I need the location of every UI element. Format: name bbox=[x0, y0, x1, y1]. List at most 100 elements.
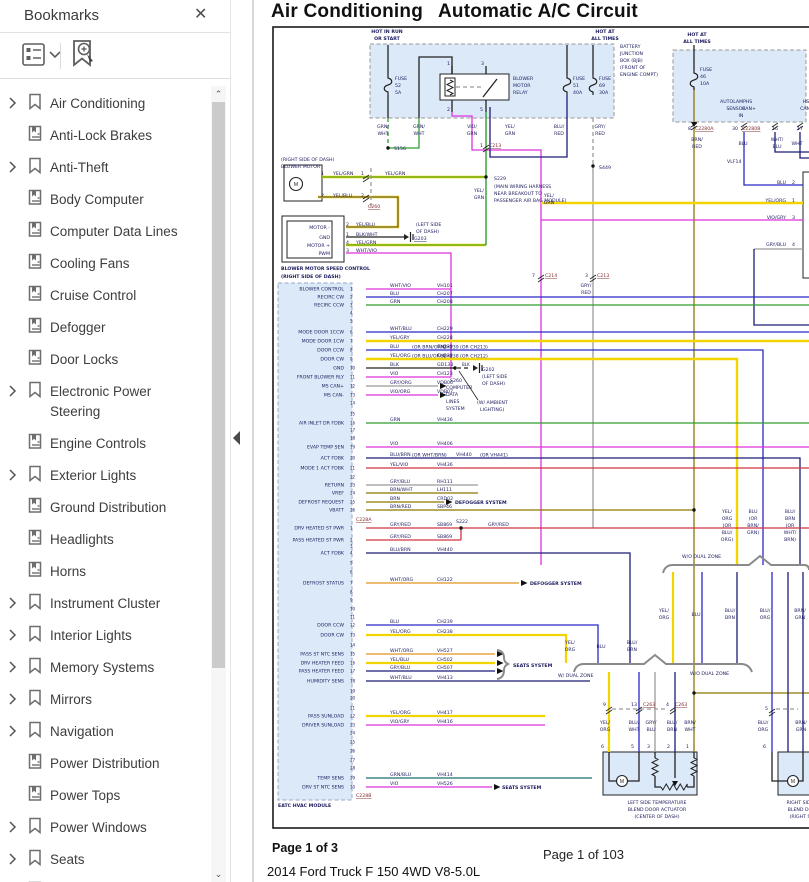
diagram-text: 15 bbox=[350, 412, 356, 417]
bookmark-item[interactable]: Power Tops bbox=[0, 780, 208, 812]
wire bbox=[346, 252, 452, 377]
diagram-text: RED bbox=[581, 290, 591, 296]
bookmark-item[interactable]: Power Windows bbox=[0, 812, 208, 844]
bookmark-item[interactable]: Ground Distribution bbox=[0, 492, 208, 524]
junction-dot bbox=[591, 164, 595, 168]
diagram-text: GRN bbox=[796, 727, 807, 733]
chevron-expand-icon[interactable] bbox=[0, 460, 28, 486]
scroll-down-icon[interactable]: ⌄ bbox=[214, 869, 223, 879]
scrollbar[interactable]: ⌃ ⌄ bbox=[211, 86, 226, 882]
bookmark-item[interactable]: Shift Interlock bbox=[0, 876, 208, 882]
diagram-text: S222 bbox=[456, 519, 468, 525]
panel-splitter[interactable] bbox=[230, 0, 231, 882]
diagram-text: CAN- bbox=[800, 106, 809, 112]
bookmark-item[interactable]: Instrument Cluster bbox=[0, 588, 208, 620]
bookmark-item[interactable]: Navigation bbox=[0, 716, 208, 748]
bookmark-item[interactable]: Seats bbox=[0, 844, 208, 876]
diagram-text: 6 bbox=[763, 744, 766, 750]
expand-current-bookmark-button[interactable] bbox=[68, 35, 102, 75]
bookmark-item[interactable]: Cruise Control bbox=[0, 280, 208, 312]
diagram-text: 14 bbox=[350, 643, 356, 648]
diagram-text: 21 bbox=[350, 466, 356, 471]
diagram-text: 9 bbox=[350, 598, 353, 603]
diagram-text: BRN/RED bbox=[390, 504, 412, 510]
bookmark-item[interactable]: Interior Lights bbox=[0, 620, 208, 652]
diagram-text: VH440 bbox=[437, 547, 453, 553]
wire bbox=[654, 776, 661, 788]
bookmark-item[interactable]: Computer Data Lines bbox=[0, 216, 208, 248]
chevron-expand-icon[interactable] bbox=[0, 652, 28, 678]
chevron-expand-icon[interactable] bbox=[0, 844, 28, 870]
bookmark-item[interactable]: Horns bbox=[0, 556, 208, 588]
arrow-icon bbox=[497, 660, 504, 666]
diagram-text: BLU/BRN bbox=[390, 452, 411, 458]
diagram-text: BRN/ bbox=[747, 523, 759, 529]
diagram-text: PASS ST NTC SENS bbox=[300, 652, 344, 658]
chevron-expand-icon[interactable] bbox=[0, 620, 28, 646]
scrollbar-thumb[interactable] bbox=[212, 102, 225, 668]
bookmark-flag-icon bbox=[73, 40, 91, 67]
bookmark-item[interactable]: Air Conditioning bbox=[0, 88, 208, 120]
diagram-text: GRN bbox=[467, 131, 478, 137]
connector-break bbox=[482, 147, 490, 153]
diagram-text: (RIGHT S bbox=[790, 814, 809, 820]
bookmark-options-button[interactable] bbox=[22, 37, 80, 77]
chevron-expand-icon[interactable] bbox=[0, 716, 28, 742]
chevron-expand-icon[interactable] bbox=[0, 376, 28, 402]
diagram-text: 1 bbox=[686, 744, 689, 750]
bookmark-item[interactable]: Memory Systems bbox=[0, 652, 208, 684]
chevron-expand-icon[interactable] bbox=[0, 152, 28, 178]
bookmark-item[interactable]: Body Computer bbox=[0, 184, 208, 216]
diagram-text: HS bbox=[803, 99, 809, 105]
wire bbox=[771, 752, 787, 782]
diagram-text: DEFROST STATUS bbox=[303, 581, 344, 587]
diagram-text: BLU bbox=[777, 180, 787, 186]
bookmark-item[interactable]: Mirrors bbox=[0, 684, 208, 716]
diagram-text: COMPUTER bbox=[446, 385, 473, 391]
bookmark-item-label: Interior Lights bbox=[50, 628, 132, 643]
diagram-text: BLU bbox=[691, 612, 701, 618]
close-icon[interactable]: ✕ bbox=[194, 6, 208, 23]
junction-dot bbox=[484, 175, 488, 179]
collapse-panel-icon[interactable] bbox=[233, 431, 240, 445]
bookmark-item[interactable]: Defogger bbox=[0, 312, 208, 344]
chevron-expand-icon bbox=[0, 780, 28, 788]
bookmark-item[interactable]: Anti-Lock Brakes bbox=[0, 120, 208, 152]
wire bbox=[389, 118, 420, 149]
scroll-up-icon[interactable]: ⌃ bbox=[214, 89, 223, 99]
diagram-text: 29 bbox=[350, 776, 356, 781]
bookmark-item-label: Electronic Power Steering bbox=[50, 384, 152, 419]
bookmark-page-icon bbox=[28, 492, 50, 519]
bookmark-item[interactable]: Anti-Theft bbox=[0, 152, 208, 184]
diagram-text: 11 bbox=[350, 615, 356, 620]
diagram-text: SEATS SYSTEM bbox=[502, 785, 542, 791]
bookmark-item[interactable]: Power Distribution bbox=[0, 748, 208, 780]
chevron-expand-icon[interactable] bbox=[0, 588, 28, 614]
bookmark-item[interactable]: Exterior Lights bbox=[0, 460, 208, 492]
diagram-text: WHT bbox=[377, 131, 388, 137]
bookmark-item[interactable]: Cooling Fans bbox=[0, 248, 208, 280]
wire bbox=[318, 196, 399, 228]
chevron-expand-icon[interactable] bbox=[0, 684, 28, 710]
arrow-icon bbox=[691, 122, 697, 127]
diagram-text: 27 bbox=[350, 758, 356, 763]
chevron-expand-icon[interactable] bbox=[0, 812, 28, 838]
bookmark-item[interactable]: Engine Controls bbox=[0, 428, 208, 460]
diagram-text: LH111 bbox=[437, 487, 452, 493]
diagram-text: BLU/ bbox=[554, 124, 565, 130]
diagram-text: BLU/ bbox=[725, 608, 736, 614]
diagram-text: FUSE bbox=[573, 76, 585, 82]
diagram-text: BLU/ bbox=[758, 720, 769, 726]
bookmark-item[interactable]: Door Locks bbox=[0, 344, 208, 376]
wire bbox=[753, 249, 809, 326]
diagram-text: 51 bbox=[573, 83, 579, 89]
chevron-expand-icon[interactable] bbox=[0, 88, 28, 114]
diagram-text: DOOR CCW bbox=[317, 623, 344, 629]
bookmark-item[interactable]: Headlights bbox=[0, 524, 208, 556]
diagram-text: BLU bbox=[748, 509, 758, 515]
bookmark-item[interactable]: Electronic Power Steering bbox=[0, 376, 208, 428]
diagram-text: BLU bbox=[390, 291, 400, 297]
diagram-text: 24 bbox=[350, 491, 356, 496]
